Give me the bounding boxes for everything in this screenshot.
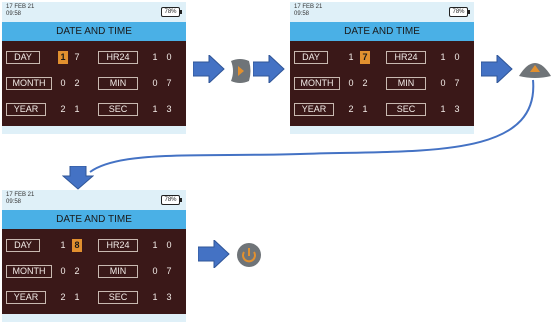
battery-icon: 78% bbox=[161, 195, 182, 205]
min-digit-1[interactable]: 0 bbox=[440, 78, 446, 88]
year-digit-1[interactable]: 2 bbox=[348, 104, 354, 114]
year-digit-2[interactable]: 1 bbox=[74, 104, 80, 114]
year-label: YEAR bbox=[6, 103, 46, 116]
month-label: MONTH bbox=[6, 77, 52, 90]
day-label: DAY bbox=[6, 239, 40, 252]
screen-title: DATE AND TIME bbox=[290, 22, 474, 41]
min-label: MIN bbox=[98, 265, 138, 278]
device-screen-2: 17 FEB 21 09:58 78% DATE AND TIME DAY 1 … bbox=[290, 2, 474, 134]
hr-digit-2[interactable]: 0 bbox=[166, 52, 172, 62]
sec-digit-2[interactable]: 3 bbox=[454, 104, 460, 114]
date-time-panel: DAY 1 8 HR24 1 0 MONTH 0 2 MIN 0 7 YEAR … bbox=[2, 229, 186, 314]
min-label: MIN bbox=[386, 77, 426, 90]
min-digit-2[interactable]: 7 bbox=[166, 266, 172, 276]
year-label: YEAR bbox=[294, 103, 334, 116]
flow-arrow-1-icon bbox=[193, 55, 225, 83]
status-date: 17 FEB 21 bbox=[6, 192, 35, 198]
sec-label: SEC bbox=[386, 103, 426, 116]
year-digit-2[interactable]: 1 bbox=[74, 292, 80, 302]
sec-digit-1[interactable]: 1 bbox=[152, 104, 158, 114]
status-time: 09:58 bbox=[294, 11, 310, 17]
day-digit-1[interactable]: 1 bbox=[60, 240, 66, 250]
status-bar: 17 FEB 21 09:58 78% bbox=[290, 2, 474, 22]
min-digit-1[interactable]: 0 bbox=[152, 78, 158, 88]
hr-digit-1[interactable]: 1 bbox=[440, 52, 446, 62]
flow-arrow-2-icon bbox=[253, 55, 285, 83]
day-digit-1[interactable]: 1 bbox=[348, 52, 354, 62]
sec-digit-1[interactable]: 1 bbox=[152, 292, 158, 302]
day-label: DAY bbox=[294, 51, 328, 64]
month-digit-1[interactable]: 0 bbox=[60, 78, 66, 88]
power-key-icon[interactable] bbox=[236, 242, 262, 268]
month-digit-1[interactable]: 0 bbox=[60, 266, 66, 276]
min-label: MIN bbox=[98, 77, 138, 90]
flow-arrow-4-icon bbox=[198, 240, 230, 268]
sec-digit-1[interactable]: 1 bbox=[440, 104, 446, 114]
month-label: MONTH bbox=[294, 77, 340, 90]
year-digit-1[interactable]: 2 bbox=[60, 292, 66, 302]
hr24-label: HR24 bbox=[98, 51, 138, 64]
month-label: MONTH bbox=[6, 265, 52, 278]
status-bar: 17 FEB 21 09:58 78% bbox=[2, 190, 186, 210]
hr-digit-1[interactable]: 1 bbox=[152, 240, 158, 250]
hr-digit-2[interactable]: 0 bbox=[454, 52, 460, 62]
sec-label: SEC bbox=[98, 103, 138, 116]
up-arrow-key-icon[interactable] bbox=[517, 56, 553, 80]
status-bar: 17 FEB 21 09:58 78% bbox=[2, 2, 186, 22]
screen-title: DATE AND TIME bbox=[2, 22, 186, 41]
hr-digit-1[interactable]: 1 bbox=[152, 52, 158, 62]
min-digit-2[interactable]: 7 bbox=[454, 78, 460, 88]
flow-arrow-3-icon bbox=[481, 55, 513, 83]
date-time-panel: DAY 1 7 HR24 1 0 MONTH 0 2 MIN 0 7 YEAR … bbox=[2, 41, 186, 126]
status-date: 17 FEB 21 bbox=[6, 4, 35, 10]
day-digit-1[interactable]: 1 bbox=[58, 51, 68, 64]
date-time-panel: DAY 1 7 HR24 1 0 MONTH 0 2 MIN 0 7 YEAR … bbox=[290, 41, 474, 126]
sec-label: SEC bbox=[98, 291, 138, 304]
flow-arrow-down-icon bbox=[62, 166, 94, 190]
day-label: DAY bbox=[6, 51, 40, 64]
status-date: 17 FEB 21 bbox=[294, 4, 323, 10]
year-digit-1[interactable]: 2 bbox=[60, 104, 66, 114]
day-digit-2[interactable]: 7 bbox=[360, 51, 370, 64]
screen-title: DATE AND TIME bbox=[2, 210, 186, 229]
month-digit-1[interactable]: 0 bbox=[348, 78, 354, 88]
min-digit-2[interactable]: 7 bbox=[166, 78, 172, 88]
min-digit-1[interactable]: 0 bbox=[152, 266, 158, 276]
day-digit-2[interactable]: 8 bbox=[72, 239, 82, 252]
year-label: YEAR bbox=[6, 291, 46, 304]
device-screen-1: 17 FEB 21 09:58 78% DATE AND TIME DAY 1 … bbox=[2, 2, 186, 134]
hr24-label: HR24 bbox=[98, 239, 138, 252]
hr24-label: HR24 bbox=[386, 51, 426, 64]
sec-digit-2[interactable]: 3 bbox=[166, 292, 172, 302]
battery-icon: 78% bbox=[161, 7, 182, 17]
right-arrow-key-icon[interactable] bbox=[229, 58, 251, 84]
day-digit-2[interactable]: 7 bbox=[74, 52, 80, 62]
status-time: 09:58 bbox=[6, 199, 22, 205]
device-screen-3: 17 FEB 21 09:58 78% DATE AND TIME DAY 1 … bbox=[2, 190, 186, 322]
month-digit-2[interactable]: 2 bbox=[362, 78, 368, 88]
status-time: 09:58 bbox=[6, 11, 22, 17]
month-digit-2[interactable]: 2 bbox=[74, 78, 80, 88]
year-digit-2[interactable]: 1 bbox=[362, 104, 368, 114]
battery-icon: 78% bbox=[449, 7, 470, 17]
hr-digit-2[interactable]: 0 bbox=[166, 240, 172, 250]
sec-digit-2[interactable]: 3 bbox=[166, 104, 172, 114]
month-digit-2[interactable]: 2 bbox=[74, 266, 80, 276]
